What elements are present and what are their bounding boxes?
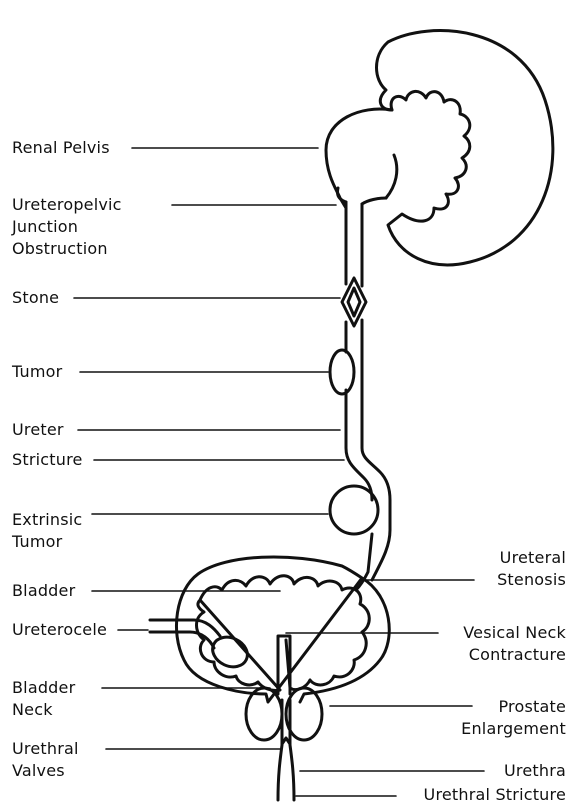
label-ureteral-stenosis: Ureteral Stenosis [497,547,566,591]
kidney-outline [377,31,553,265]
label-upj-obstruction: Ureteropelvic Junction Obstruction [12,194,122,260]
label-urethral-valves: Urethral Valves [12,738,79,782]
ureter-right-wall [362,204,390,580]
label-extrinsic-tumor: Extrinsic Tumor [12,509,82,553]
label-prostate-enlargement: Prostate Enlargement [461,696,566,740]
bladder-outer-wall [176,557,389,702]
label-bladder-neck: Bladder Neck [12,677,75,721]
label-stone: Stone [12,287,59,309]
label-stricture: Stricture [12,449,83,471]
tumor-shape [330,350,354,394]
ureter-left-wall [346,202,372,500]
label-vesical-neck-contracture: Vesical Neck Contracture [463,622,566,666]
label-urethra: Urethra [504,760,566,782]
label-urethral-stricture: Urethral Stricture [424,784,566,805]
label-bladder: Bladder [12,580,75,602]
label-renal-pelvis: Renal Pelvis [12,137,110,159]
label-ureterocele: Ureterocele [12,619,107,641]
extrinsic-tumor-shape [330,486,378,534]
ureterocele-ducts [150,620,220,648]
label-tumor: Tumor [12,361,62,383]
label-ureter: Ureter [12,419,64,441]
prostate-left-lobe [246,688,282,740]
